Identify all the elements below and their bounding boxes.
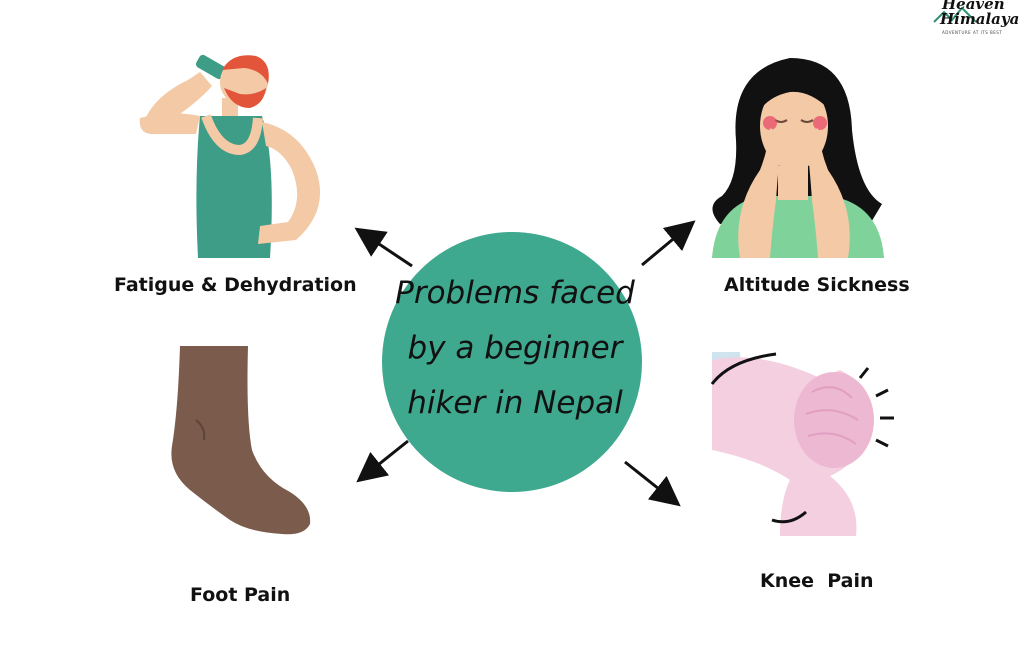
woman-headache-icon xyxy=(712,58,884,258)
foot-icon xyxy=(171,346,311,535)
center-line-3: hiker in Nepal xyxy=(407,385,623,421)
center-title: Problems faced by a beginner hiker in Ne… xyxy=(380,266,650,431)
logo-mountain-icon xyxy=(933,6,977,23)
man-drinking-water-icon xyxy=(139,54,321,258)
label-altitude-sickness: Altitude Sickness xyxy=(724,274,910,296)
logo-line-2: Himalaya xyxy=(940,10,1020,28)
label-knee-pain: Knee Pain xyxy=(760,570,874,592)
brand-logo: Heaven Himalaya ADVENTURE AT ITS BEST xyxy=(928,0,1024,40)
center-circle xyxy=(382,232,642,492)
arrow-to-foot xyxy=(356,439,409,483)
center-line-2: by a beginner xyxy=(407,330,623,366)
center-line-1: Problems faced xyxy=(395,275,635,311)
label-foot-pain: Foot Pain xyxy=(190,584,291,606)
arrow-to-fatigue xyxy=(354,227,413,268)
knee-pain-icon xyxy=(710,352,894,536)
arrow-to-knee xyxy=(624,460,681,507)
label-fatigue-dehydration: Fatigue & Dehydration xyxy=(114,274,357,296)
arrow-to-altitude xyxy=(641,220,696,267)
logo-tagline: ADVENTURE AT ITS BEST xyxy=(942,30,1003,35)
logo-line-1: Heaven xyxy=(942,0,1005,13)
